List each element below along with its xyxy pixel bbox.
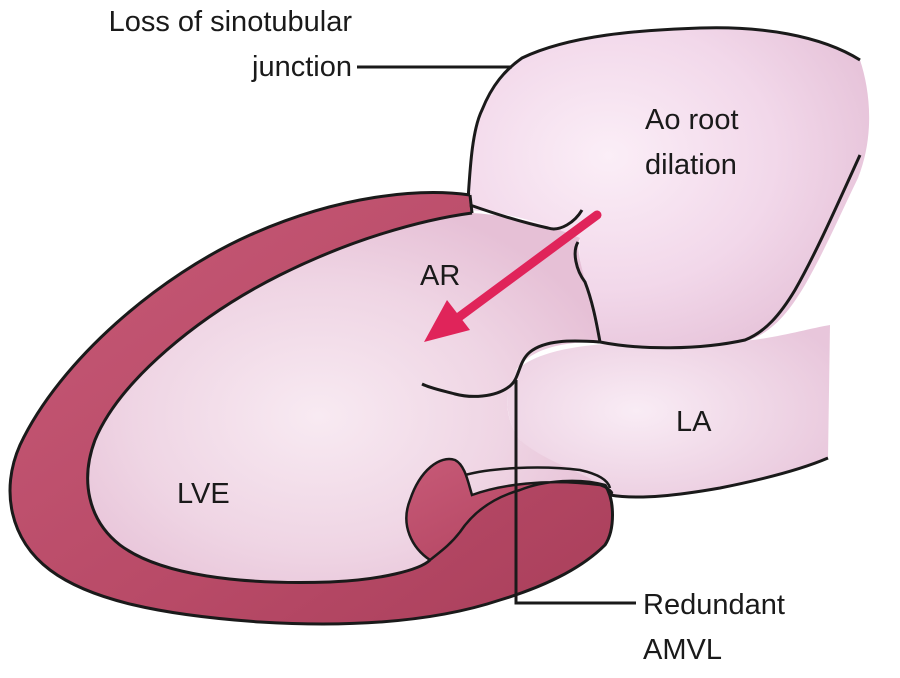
left-ventricle-label: LVE — [177, 478, 230, 510]
lv-inner-outline — [86, 211, 473, 584]
mitral-leaflet-label-line1: Redundant — [643, 589, 785, 621]
sinotubular-label-line1: Loss of sinotubular — [108, 6, 352, 38]
mitral-leaflet-label: Redundant AMVL — [643, 583, 785, 673]
mitral-leaflet-label-line2: AMVL — [643, 634, 722, 666]
left-atrium-label: LA — [676, 406, 712, 438]
sinotubular-label-line2: junction — [252, 51, 352, 83]
regurgitation-label: AR — [420, 260, 461, 292]
aortic-root-label-line1: Ao root — [645, 104, 739, 136]
lv-outer-outline — [8, 191, 614, 626]
aortic-annulus — [573, 241, 602, 343]
left-atrium — [507, 325, 830, 498]
left-atrium-outline — [609, 456, 829, 499]
regurgitant-jet-arrow — [424, 210, 602, 342]
aortic-annulus-lower — [421, 339, 601, 398]
mitral-leaflet — [405, 457, 614, 562]
sinotubular-ridge — [469, 203, 584, 231]
aortic-root-label-line2: dilation — [645, 149, 737, 181]
amvl-leader-line — [514, 380, 636, 605]
aortic-root-outline — [466, 26, 861, 201]
sinotubular-label: Loss of sinotubular junction — [70, 0, 352, 90]
aortic-root-label: Ao root dilation — [645, 98, 739, 188]
mitral-leaflet-inner — [464, 466, 612, 489]
aortic-root — [468, 27, 870, 348]
